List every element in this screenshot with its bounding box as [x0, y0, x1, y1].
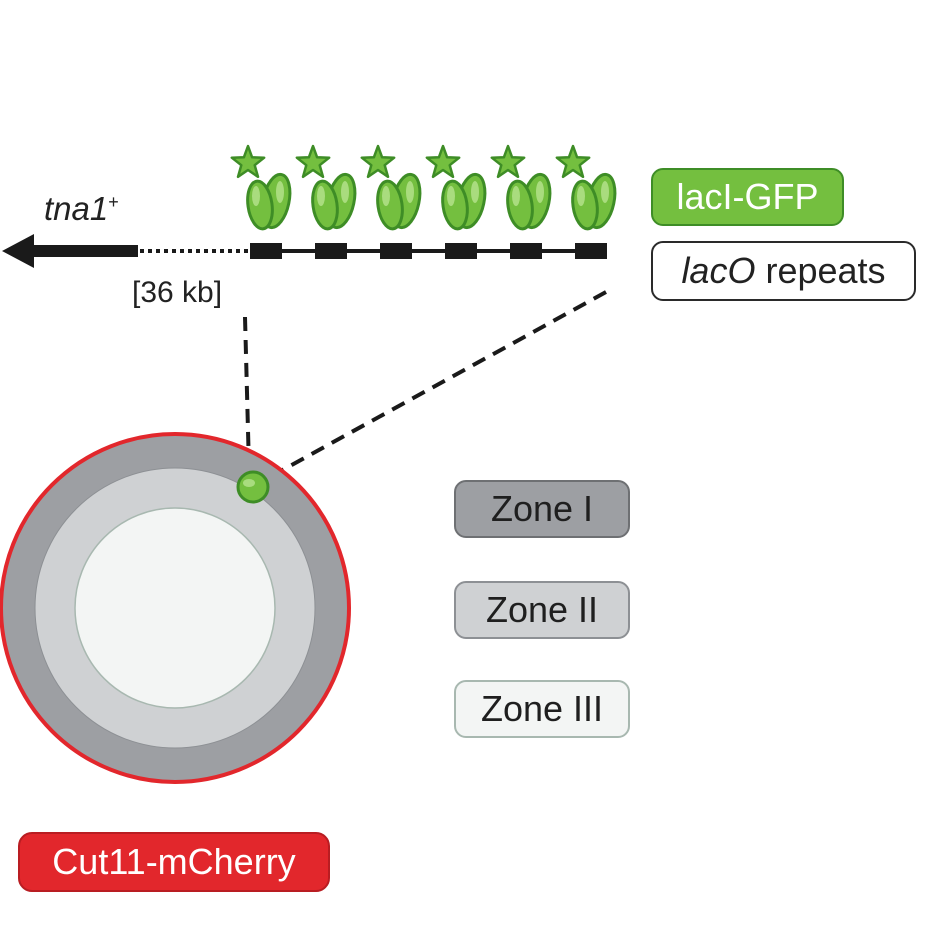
- laci-gfp-protein: [360, 144, 422, 231]
- nucleus-zone-3: [74, 507, 276, 709]
- laco-repeat-block: [380, 243, 412, 259]
- projection-line-right: [267, 290, 607, 480]
- distance-label: [36 kb]: [132, 276, 223, 309]
- gfp-locus-spot: [236, 470, 270, 504]
- gene-label: tna1+: [44, 190, 119, 227]
- gfp-spot-highlight: [243, 479, 255, 487]
- laci-gfp-protein: [555, 144, 617, 231]
- laci-gfp-protein: [490, 144, 552, 231]
- laco-repeat-block: [250, 243, 282, 259]
- laco-repeat-block: [315, 243, 347, 259]
- gfp-star-icon: [555, 144, 591, 179]
- laci-gfp-protein: [295, 144, 357, 231]
- laco-repeat-blocks: [250, 243, 607, 259]
- zone-1-legend: Zone I: [454, 480, 630, 538]
- gfp-star-icon: [490, 144, 526, 179]
- laco-repeat-block: [575, 243, 607, 259]
- laci-gfp-proteins: [230, 144, 617, 231]
- laco-repeat-block: [510, 243, 542, 259]
- gfp-star-icon: [360, 144, 396, 179]
- gfp-star-icon: [230, 144, 266, 179]
- gfp-star-icon: [295, 144, 331, 179]
- laco-repeat-block: [445, 243, 477, 259]
- laci-gfp-label: lacI-GFP: [651, 168, 844, 226]
- projection-line-left: [243, 316, 251, 469]
- zone-2-legend: Zone II: [454, 581, 630, 639]
- laci-gfp-protein: [230, 144, 292, 231]
- laci-gfp-protein: [425, 144, 487, 231]
- cut11-mcherry-label: Cut11-mCherry: [18, 832, 330, 892]
- zone-3-legend: Zone III: [454, 680, 630, 738]
- tna1-gene-arrow: [2, 234, 138, 268]
- laco-repeats-label: lacO repeats: [651, 241, 916, 301]
- nucleus: [0, 432, 351, 784]
- gfp-star-icon: [425, 144, 461, 179]
